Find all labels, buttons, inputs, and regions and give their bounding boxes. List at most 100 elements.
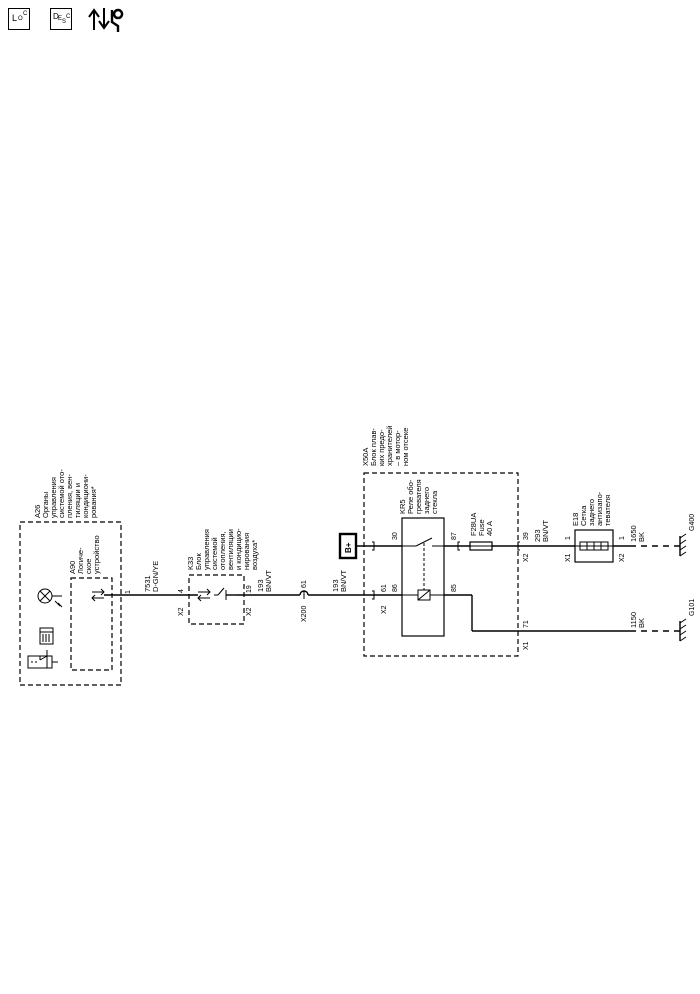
kr5-pin-86: 86 bbox=[392, 584, 399, 592]
x50a-desc-line-3: хранителей bbox=[385, 426, 394, 466]
a90-desc-line-3: устройство bbox=[92, 535, 101, 574]
k33-id: K33 bbox=[186, 557, 195, 570]
data-arrows-a90-icon bbox=[91, 588, 105, 602]
k33-x2-left: X2 bbox=[178, 607, 185, 616]
battery-positive-label: B+ bbox=[344, 542, 353, 553]
x50a-desc-line-1: Блок плав- bbox=[369, 428, 378, 466]
fuse-f28ua-line-1: Fuse bbox=[477, 519, 486, 536]
description-icon-letter-d: D bbox=[53, 12, 59, 21]
service-arrows-icon[interactable] bbox=[88, 4, 126, 34]
wire-193-a-label: 193 BN/VT bbox=[256, 569, 273, 592]
k33-module-outline bbox=[188, 574, 245, 625]
k33-desc-line-1: Блок bbox=[194, 553, 203, 570]
k33-switch-icon bbox=[214, 587, 236, 600]
a26-desc-line-2: управления bbox=[49, 477, 58, 518]
e18-x2-pin-1: 1 bbox=[619, 536, 626, 540]
wire-293-color: BN/VT bbox=[541, 519, 550, 542]
e18-x1-pin-1: 1 bbox=[565, 536, 572, 540]
wire-293-number: 293 bbox=[533, 529, 542, 542]
location-icon[interactable]: L O C bbox=[8, 8, 30, 30]
kr5-relay-outline bbox=[401, 517, 445, 637]
e18-desc-line-4: тевателя bbox=[603, 495, 612, 526]
indicator-lamp-icon bbox=[37, 588, 63, 608]
a90-label: A90 Логиче- ское устройство bbox=[68, 535, 101, 574]
k33-pin-19: 19 bbox=[246, 585, 253, 593]
k33-desc-line-3: системой bbox=[210, 537, 219, 570]
a26-desc-line-7: рования* bbox=[89, 486, 98, 518]
kr5-desc-line-3: заднего bbox=[422, 487, 431, 514]
fuse-f28ua-id: F28UA bbox=[469, 513, 478, 536]
connector-tab-left-upper-icon bbox=[372, 541, 375, 551]
kr5-pin-87: 87 bbox=[451, 532, 458, 540]
x50a-pin-71: 71 bbox=[523, 620, 530, 628]
push-button-switch-icon bbox=[27, 650, 58, 669]
location-icon-letter-c: C bbox=[23, 11, 28, 17]
wire-193-a-number: 193 bbox=[256, 579, 265, 592]
a90-desc-line-2: ское bbox=[84, 559, 93, 574]
x50a-x1: X1 bbox=[523, 641, 530, 650]
location-icon-letter-l: L bbox=[12, 13, 18, 23]
wire-7531-number: 7531 bbox=[143, 575, 152, 592]
e18-label: E18 Сетка заднего антизапо- тевателя bbox=[571, 490, 612, 526]
e18-x2: X2 bbox=[619, 553, 626, 562]
wire-7531-label: 7531 D-GN/YE bbox=[143, 561, 160, 592]
e18-desc-line-3: антизапо- bbox=[595, 491, 604, 526]
wire-7531-color: D-GN/YE bbox=[151, 561, 160, 592]
wire-193-b-label: 193 BN/VT bbox=[331, 569, 348, 592]
k33-desc-line-6: и кондицио- bbox=[234, 528, 243, 570]
x50a-desc-line-4: – в мотор- bbox=[393, 430, 402, 466]
x50a-desc-line-2: ких предо- bbox=[377, 429, 386, 466]
fuse-f28ua-line-2: 40 A bbox=[485, 521, 494, 536]
a26-desc-line-1: Органы bbox=[41, 492, 50, 518]
x200-pin-61: 61 bbox=[301, 580, 308, 588]
description-icon-letter-e: E bbox=[58, 16, 63, 22]
a26-desc-line-3: системой ото- bbox=[57, 469, 66, 518]
a26-module-outline bbox=[19, 521, 122, 686]
e18-heater-element-icon bbox=[575, 541, 613, 551]
x50a-pin-39: 39 bbox=[523, 532, 530, 540]
k33-desc-line-8: воздуха* bbox=[250, 540, 259, 570]
k33-label: K33 Блок управления системой отопления, … bbox=[186, 526, 259, 570]
wire-193-a-color: BN/VT bbox=[264, 569, 273, 592]
kr5-label: KR5 Реле обо- гревателя заднего стекла bbox=[398, 477, 439, 514]
a90-desc-line-1: Логиче- bbox=[76, 547, 85, 574]
x50a-x2-right: X2 bbox=[523, 553, 530, 562]
ground-g400-label: G400 bbox=[689, 514, 696, 531]
x200-connector-icon bbox=[299, 590, 309, 599]
description-icon-letter-s: S bbox=[62, 19, 67, 25]
e18-id: E18 bbox=[571, 513, 580, 526]
e18-x1: X1 bbox=[565, 553, 572, 562]
ground-g101-icon bbox=[679, 618, 687, 642]
ground-g101-label: G101 bbox=[689, 599, 696, 616]
x50a-x2-left: X2 bbox=[381, 605, 388, 614]
wire-1650-number: 1650 bbox=[629, 525, 638, 542]
wire-1150-label: 1150 BK bbox=[629, 610, 646, 628]
kr5-id: KR5 bbox=[398, 499, 407, 514]
k33-x2-right: X2 bbox=[246, 607, 253, 616]
e18-desc-line-1: Сетка bbox=[579, 505, 588, 526]
description-icon-letter-c: C bbox=[66, 14, 71, 20]
connector-tab-right-upper-icon bbox=[457, 541, 460, 551]
wire-193-b-color: BN/VT bbox=[339, 569, 348, 592]
k33-desc-line-4: отопления, bbox=[218, 531, 227, 570]
rear-defrost-icon bbox=[39, 627, 54, 645]
k33-desc-line-7: нирования bbox=[242, 533, 251, 570]
fuse-f28ua-label: F28UA Fuse 40 A bbox=[469, 511, 494, 536]
wire-1150-number: 1150 bbox=[629, 612, 638, 628]
wire-293-label: 293 BN/VT bbox=[533, 519, 550, 542]
a26-desc-line-5: тиляции и bbox=[73, 483, 82, 518]
kr5-desc-line-1: Реле обо- bbox=[406, 479, 415, 514]
a26-desc-line-6: кондициони- bbox=[81, 474, 90, 518]
x50a-id: X50A bbox=[361, 448, 370, 466]
kr5-pin-30: 30 bbox=[392, 532, 399, 540]
e18-desc-line-2: заднего bbox=[587, 499, 596, 526]
x200-label: X200 bbox=[301, 606, 308, 622]
k33-pin-4: 4 bbox=[178, 589, 185, 593]
a26-pin-1: 1 bbox=[125, 590, 132, 594]
a26-desc-line-4: пления, вен- bbox=[65, 474, 74, 518]
data-arrows-k33-icon bbox=[197, 588, 211, 602]
description-icon[interactable]: D E S C bbox=[50, 8, 72, 30]
kr5-relay-coil-icon bbox=[402, 589, 444, 601]
x50a-fuse-block-outline bbox=[363, 472, 519, 657]
x50a-desc-line-5: ном отсеке bbox=[401, 428, 410, 466]
